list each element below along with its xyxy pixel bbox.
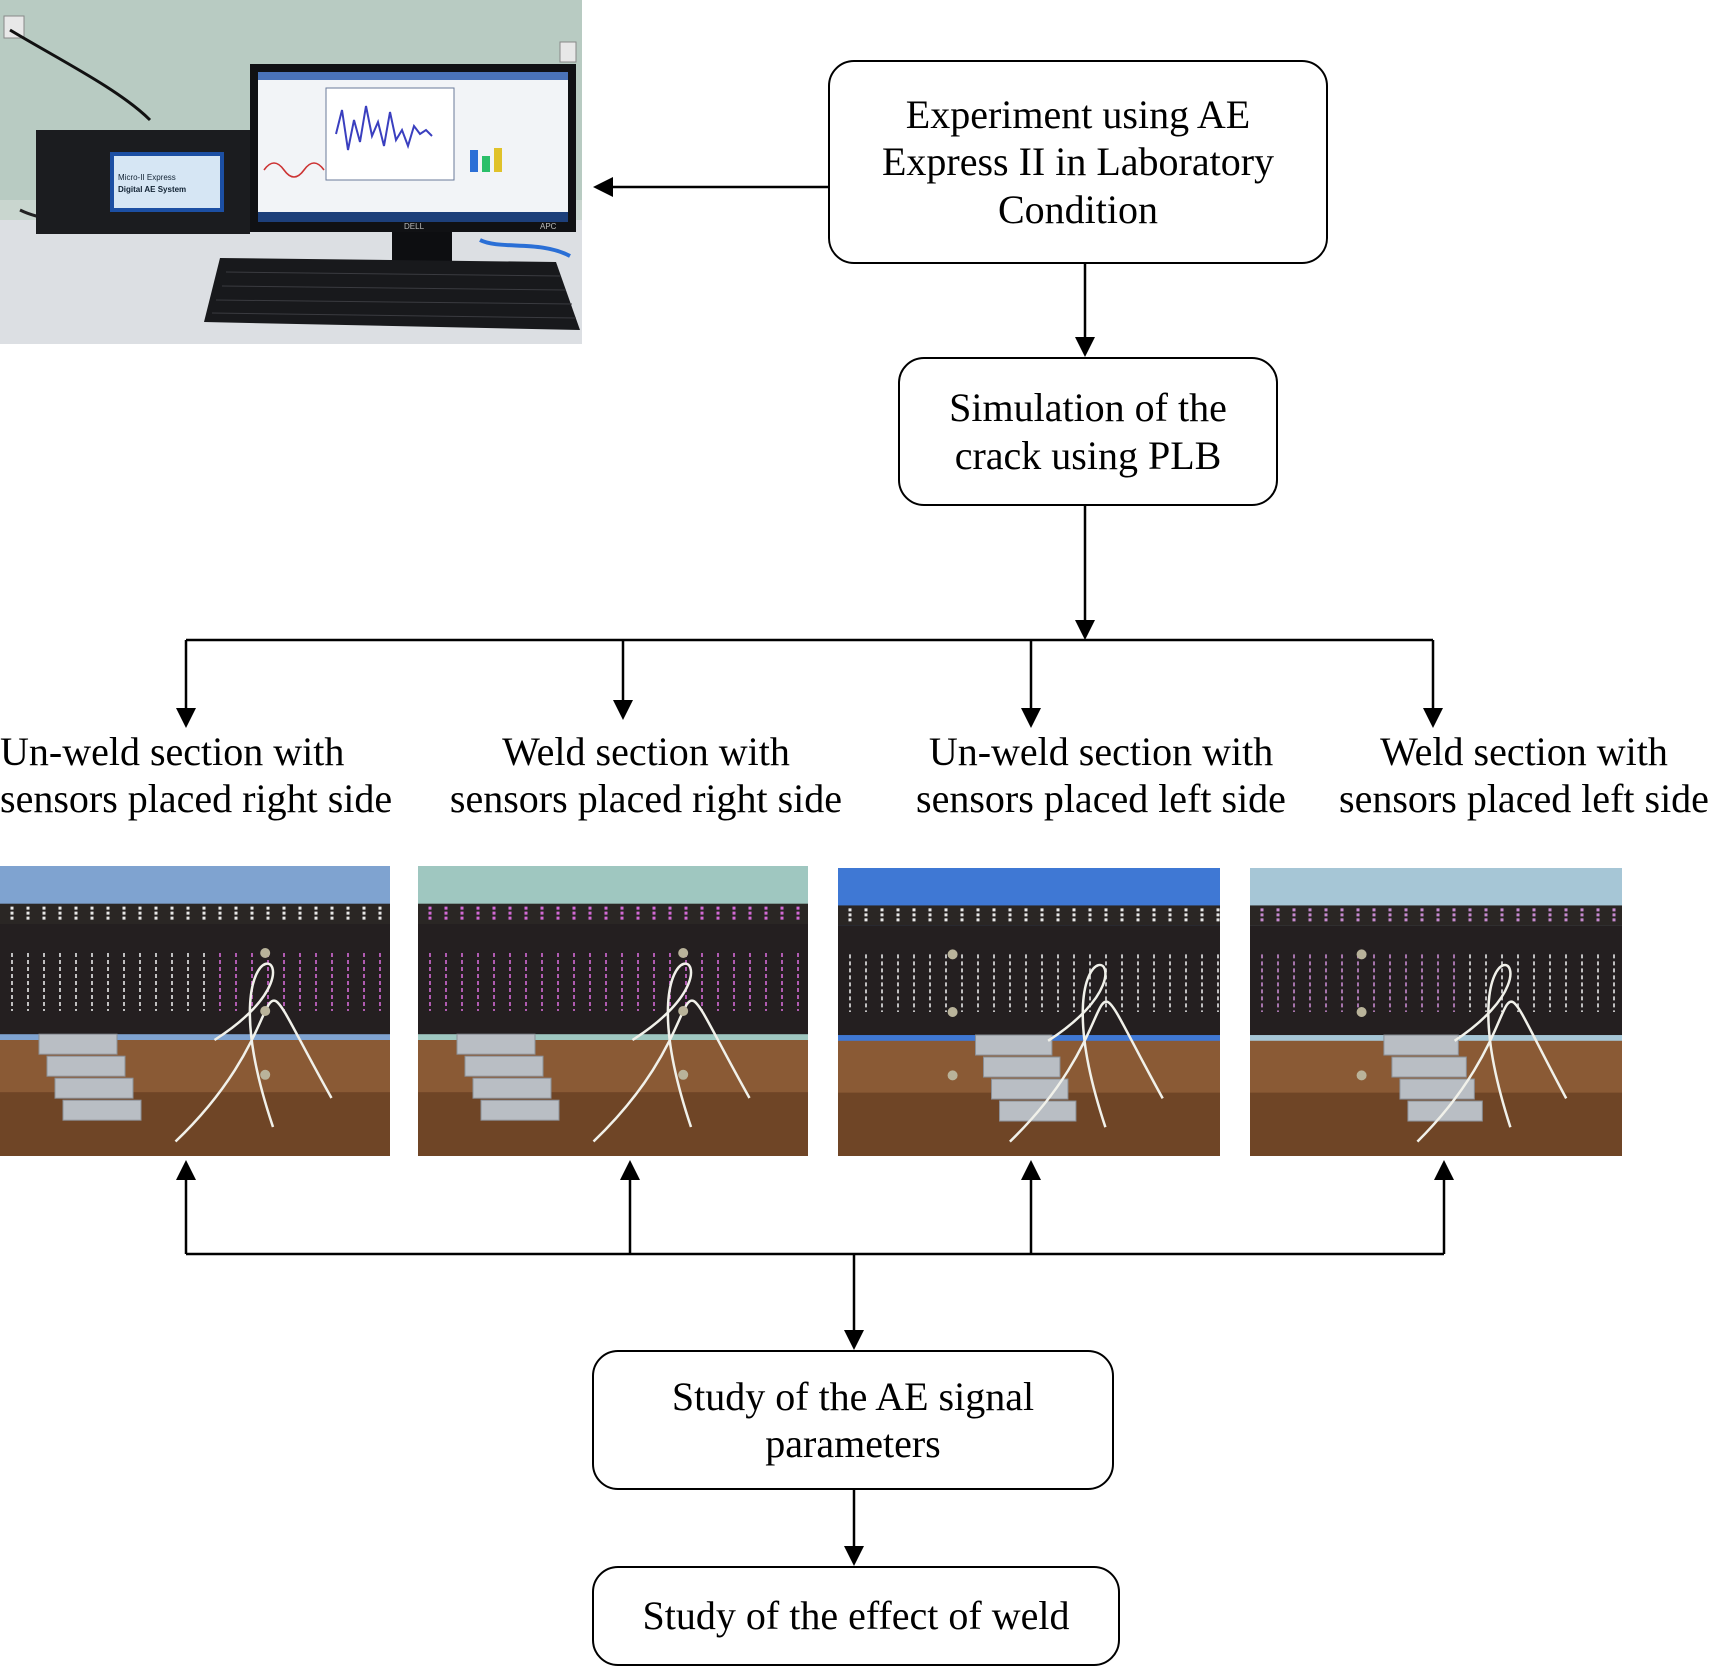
study-weld-box: Study of the effect of weld <box>592 1566 1120 1666</box>
study-signal-box-text: Study of the AE signal parameters <box>671 1373 1035 1466</box>
case-label-4: Weld section with sensors placed left si… <box>1332 728 1716 822</box>
monitor-brand: DELL <box>404 222 425 231</box>
case-label-3-line2: sensors placed left side <box>916 776 1286 822</box>
simulation-box-text: Simulation of the crack using PLB <box>949 385 1227 478</box>
case-label-1-line2: sensors placed right side <box>0 776 393 822</box>
experiment-box: Experiment using AE Express II in Labora… <box>828 60 1328 264</box>
case-label-2-line1: Weld section with <box>502 729 790 774</box>
rail-photo-1 <box>0 866 390 1156</box>
case-label-3-line1: Un-weld section with <box>928 729 1274 774</box>
case-label-2-line2: sensors placed right side <box>449 776 843 822</box>
experiment-box-text: Experiment using AE Express II in Labora… <box>881 92 1275 232</box>
case-label-3: Un-weld section with sensors placed left… <box>904 728 1298 822</box>
study-signal-box: Study of the AE signal parameters <box>592 1350 1114 1490</box>
case-label-4-line1: Weld section with <box>1380 729 1668 774</box>
rail-photo-drawing <box>1250 868 1622 1156</box>
rail-photo-drawing <box>838 868 1220 1156</box>
rail-photo-drawing <box>0 866 390 1156</box>
study-weld-box-text: Study of the effect of weld <box>642 1593 1070 1639</box>
ae-system-label-line2: Digital AE System <box>118 185 186 194</box>
simulation-box: Simulation of the crack using PLB <box>898 357 1278 506</box>
case-label-2: Weld section with sensors placed right s… <box>436 728 856 822</box>
rail-photo-3 <box>838 868 1220 1156</box>
arrowhead-left <box>593 177 613 197</box>
ae-lab-setup-photo: Micro-II Express Digital AE System DELL … <box>0 0 582 344</box>
rail-photo-4 <box>1250 868 1622 1156</box>
rail-photo-drawing <box>418 866 808 1156</box>
case-label-4-line2: sensors placed left side <box>1339 776 1709 822</box>
case-label-1: Un-weld section with sensors placed righ… <box>0 728 410 822</box>
rail-photo-2 <box>418 866 808 1156</box>
case-label-1-line1: Un-weld section with <box>0 729 345 774</box>
ups-brand: APC <box>540 222 557 231</box>
ae-system-label-line1: Micro-II Express <box>118 173 176 182</box>
